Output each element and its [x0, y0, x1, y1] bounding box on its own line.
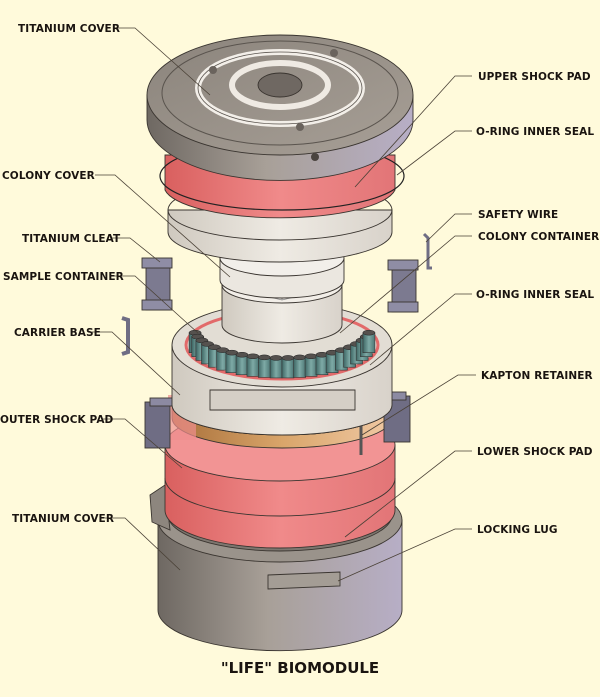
label-colony-cover: COLONY COVER: [2, 170, 95, 182]
vial: [362, 332, 376, 353]
label-titanium-cover-top: TITANIUM COVER: [18, 23, 120, 35]
vial-cap: [216, 347, 229, 353]
vial-cap: [246, 353, 260, 360]
label-carrier-base: CARRIER BASE: [14, 327, 101, 339]
vial-cap: [281, 355, 295, 361]
diagram-title: "LIFE" BIOMODULE: [221, 659, 379, 677]
upper-cleat-right: [387, 259, 419, 313]
label-titanium-cover-bottom: TITANIUM COVER: [12, 513, 114, 525]
carrier-handle: [121, 316, 130, 356]
label-lower-shock-pad: LOWER SHOCK PAD: [477, 446, 593, 458]
vial: [235, 354, 249, 376]
titanium-cover-top-part: [146, 34, 414, 181]
vial: [281, 357, 295, 379]
safety-wire-part: [422, 232, 432, 270]
vial: [293, 357, 306, 378]
label-safety-wire: SAFETY WIRE: [478, 209, 558, 221]
vial-cap: [235, 351, 249, 358]
label-outer-shock-pad: OUTER SHOCK PAD: [0, 414, 114, 426]
vial-cap: [362, 329, 376, 336]
vial: [304, 356, 318, 377]
label-o-ring-inner-seal-top: O-RING INNER SEAL: [476, 126, 594, 138]
locking-lug-part: [267, 571, 341, 590]
label-titanium-cleat: TITANIUM CLEAT: [22, 233, 121, 245]
label-upper-shock-pad: UPPER SHOCK PAD: [478, 71, 591, 83]
label-kapton-retainer: KAPTON RETAINER: [481, 370, 593, 382]
vial: [258, 357, 271, 378]
label-colony-container: COLONY CONTAINER: [478, 231, 599, 243]
vial-cap: [258, 354, 271, 361]
vial: [269, 357, 283, 379]
lower-cleat-left: [144, 397, 175, 449]
label-o-ring-inner-seal-mid: O-RING INNER SEAL: [476, 289, 594, 301]
titanium-cleat-part: [141, 257, 173, 311]
vial: [246, 356, 260, 377]
label-locking-lug: LOCKING LUG: [477, 524, 558, 536]
vial-cap: [269, 355, 283, 361]
leader-lines: [92, 27, 476, 582]
sample-container-vials: [188, 329, 376, 379]
vial-cap: [293, 354, 306, 361]
vial-cap: [304, 353, 318, 360]
label-sample-container: SAMPLE CONTAINER: [3, 271, 124, 283]
